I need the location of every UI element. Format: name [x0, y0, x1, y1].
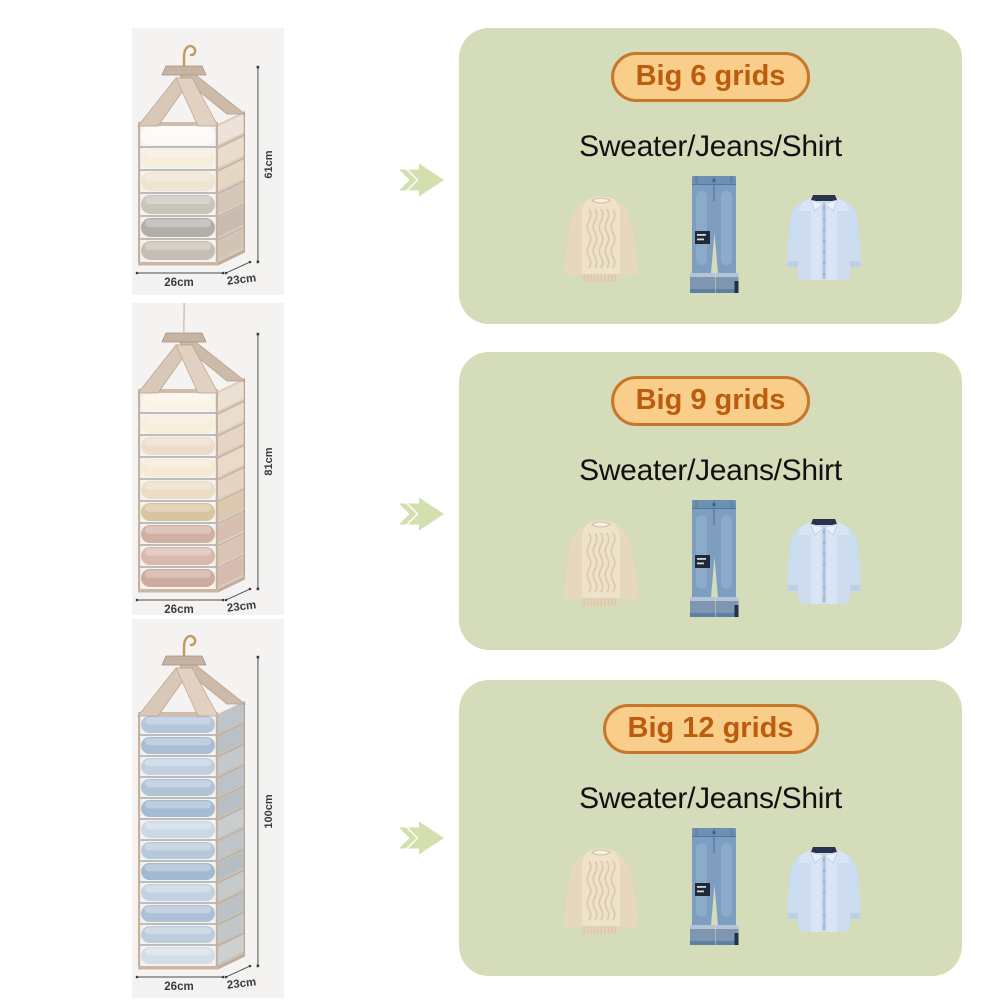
grid-count-badge: Big 6 grids: [610, 52, 811, 102]
grid-count-badge: Big 9 grids: [610, 376, 811, 426]
svg-text:23cm: 23cm: [226, 976, 257, 991]
feature-panel-9-grids: Big 9 grids Sweater/Jeans/Shirt: [459, 352, 962, 650]
svg-text:23cm: 23cm: [226, 599, 257, 614]
svg-text:26cm: 26cm: [164, 277, 193, 288]
sweater-image: [555, 182, 647, 288]
svg-text:81cm: 81cm: [263, 447, 275, 475]
clothing-row: [459, 822, 962, 952]
svg-text:61cm: 61cm: [263, 150, 275, 178]
grid-count-badge: Big 12 grids: [602, 704, 819, 754]
panel-title: Sweater/Jeans/Shirt: [579, 130, 842, 163]
jeans-image: [687, 499, 741, 619]
product-photo-6-grid: 61cm 26cm 23cm: [132, 28, 284, 295]
sweater-image: [555, 834, 647, 940]
panel-title: Sweater/Jeans/Shirt: [579, 782, 842, 815]
feature-panel-12-grids: Big 12 grids Sweater/Jeans/Shirt: [459, 680, 962, 976]
svg-text:23cm: 23cm: [226, 272, 257, 287]
sweater-image: [555, 506, 647, 612]
green-arrow-icon: [399, 820, 445, 856]
svg-text:26cm: 26cm: [164, 981, 193, 992]
green-arrow-icon: [399, 162, 445, 198]
svg-text:26cm: 26cm: [164, 604, 193, 615]
product-photo-9-grid: 81cm 26cm 23cm: [132, 303, 284, 615]
jeans-image: [687, 827, 741, 947]
svg-text:100cm: 100cm: [263, 794, 275, 828]
feature-panel-6-grids: Big 6 grids Sweater/Jeans/Shirt: [459, 28, 962, 324]
product-photo-12-grid: 100cm 26cm 23cm: [132, 619, 284, 998]
shirt-image: [781, 511, 867, 607]
shirt-image: [781, 187, 867, 283]
jeans-image: [687, 175, 741, 295]
clothing-row: [459, 170, 962, 300]
clothing-row: [459, 494, 962, 624]
shirt-image: [781, 839, 867, 935]
panel-title: Sweater/Jeans/Shirt: [579, 454, 842, 487]
green-arrow-icon: [399, 496, 445, 532]
